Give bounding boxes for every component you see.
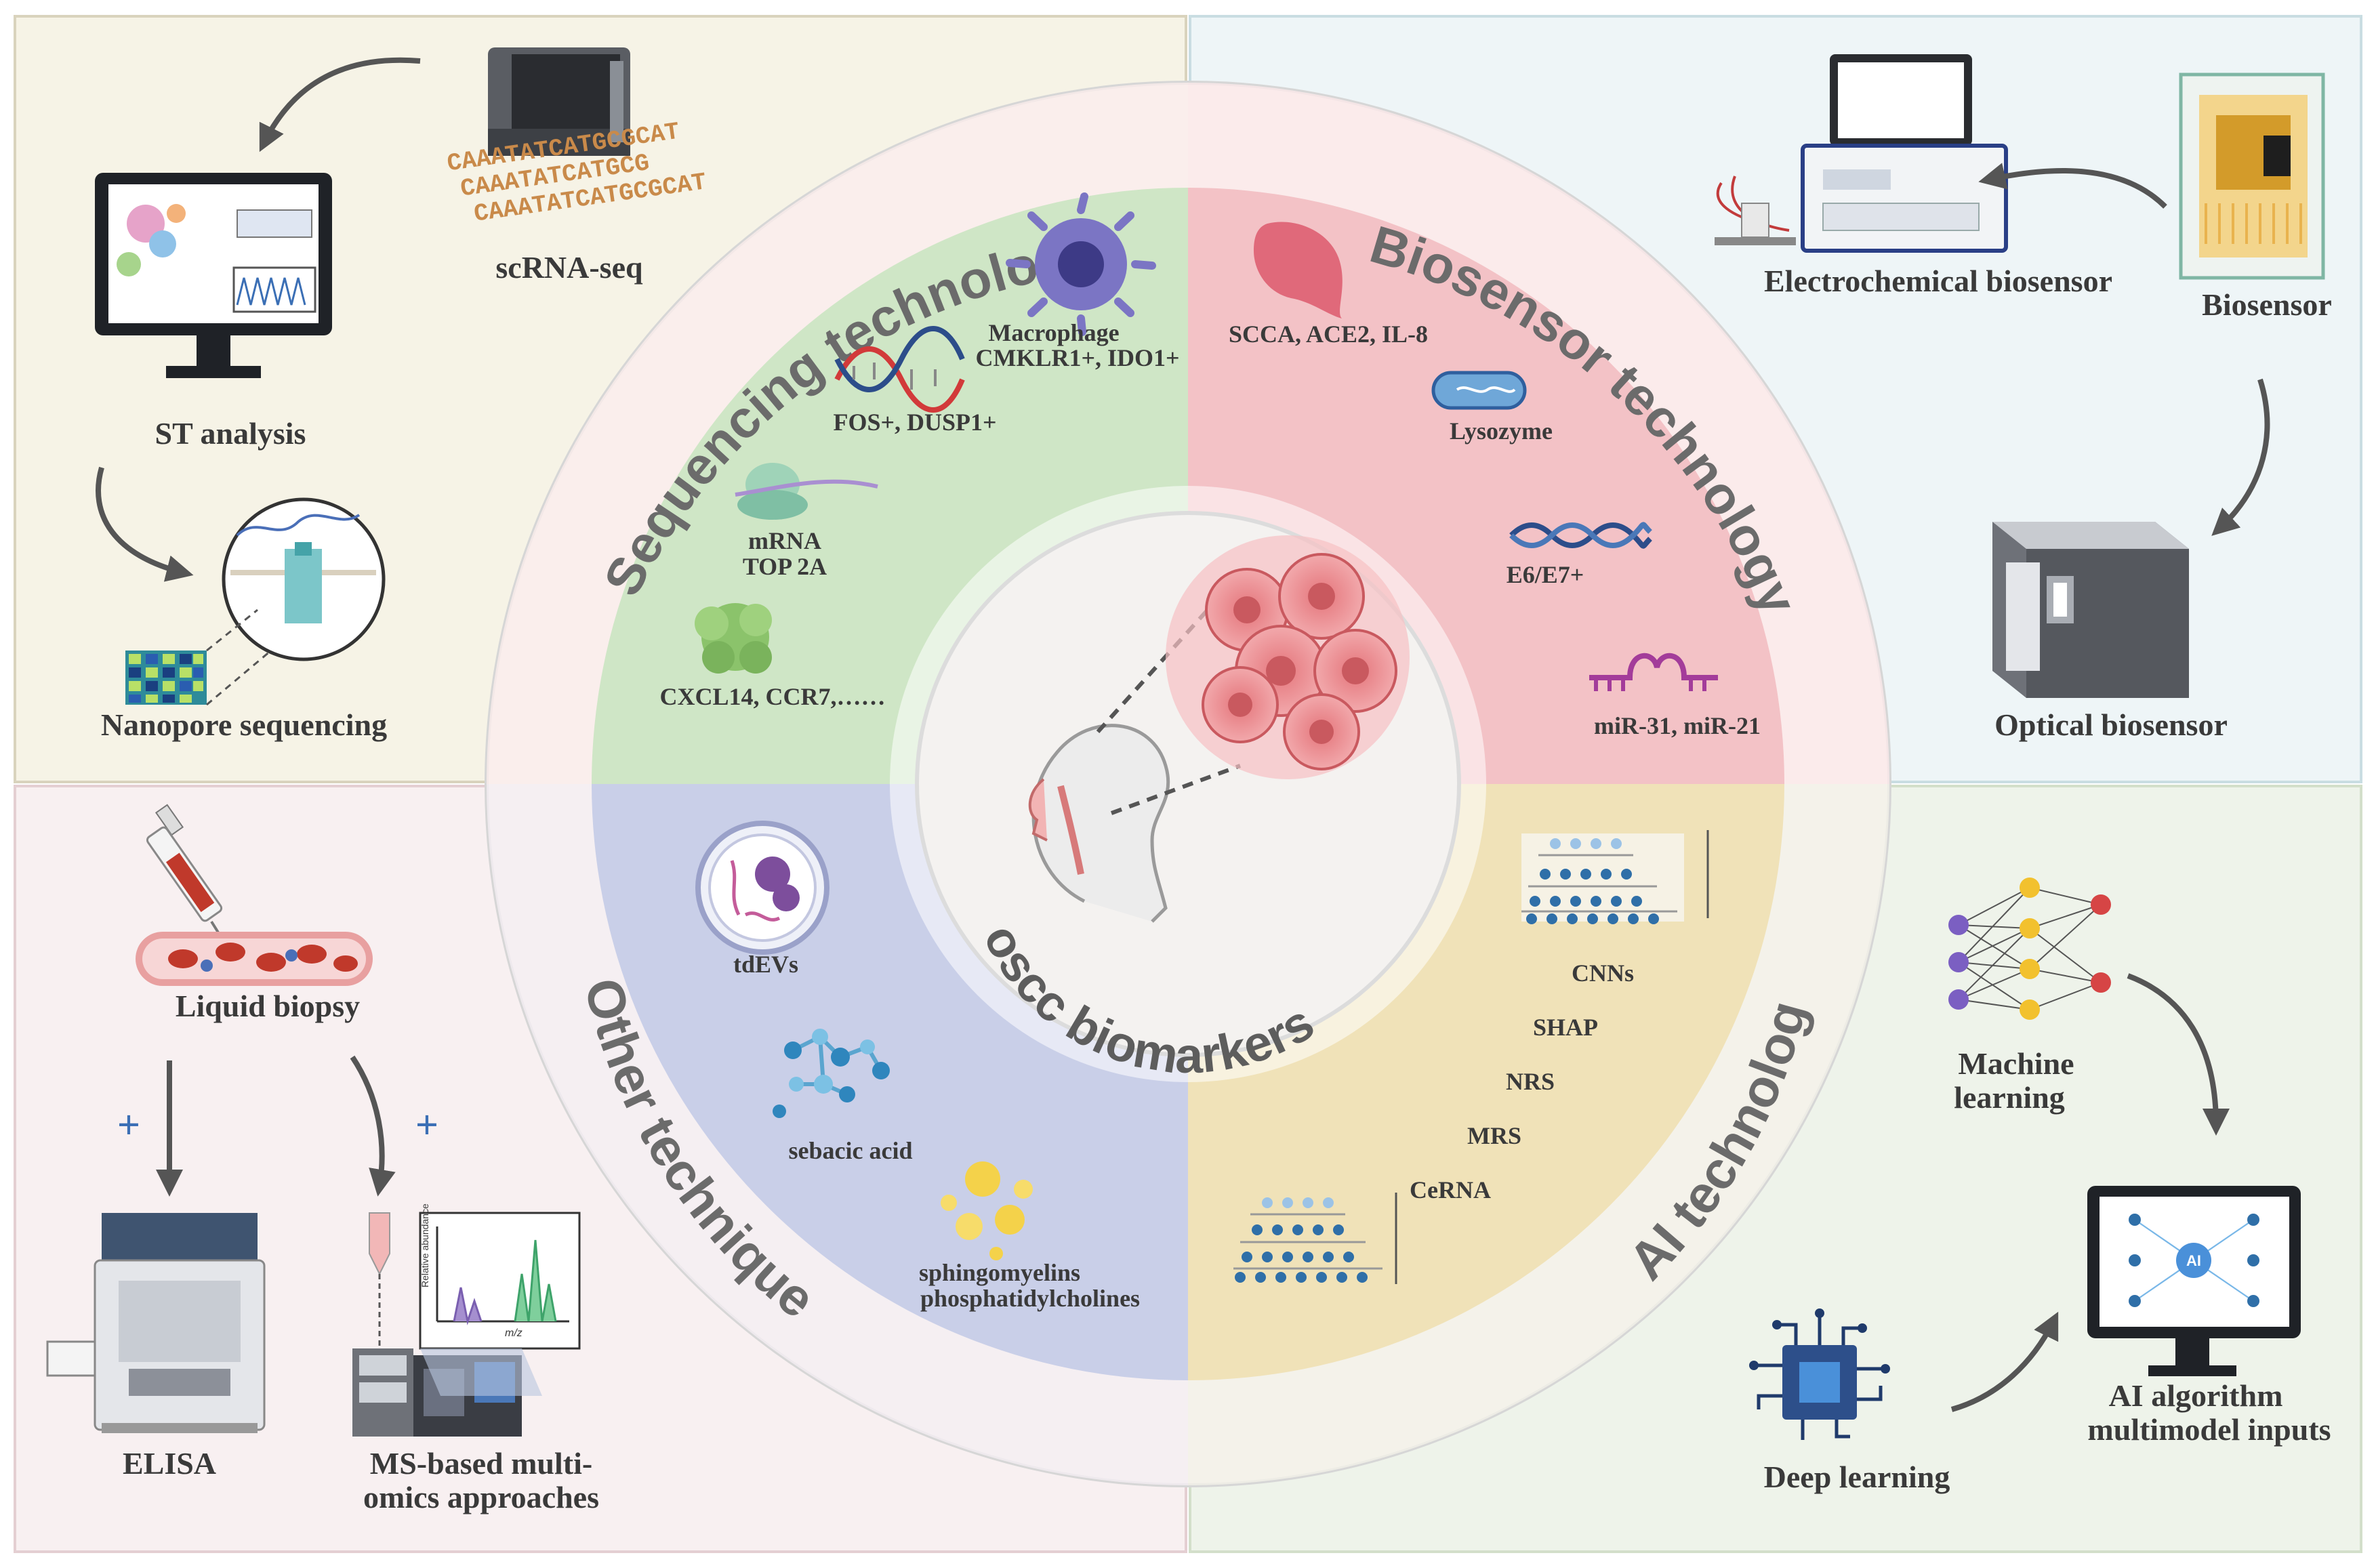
- mrs-label: MRS: [1467, 1122, 1521, 1149]
- svg-text:m/z: m/z: [505, 1327, 523, 1339]
- arrow-biosensor-to-electro: [1978, 163, 2167, 209]
- arrow-biosensor-to-optical: [2211, 378, 2270, 536]
- ai-algo-label-line1: AI algorithm: [2109, 1378, 2283, 1413]
- ai-algo-label-line2: multimodel inputs: [2087, 1412, 2331, 1447]
- cxcl-label: CXCL14, CCR7,……: [660, 683, 886, 710]
- heatmap-icon: [125, 651, 207, 705]
- mass-spectrum-icon: Relative abundance m/z: [419, 1203, 581, 1396]
- plus-right: +: [415, 1102, 438, 1147]
- sequencer-machine-icon: [488, 47, 630, 156]
- arrow-deep-to-ai: [1950, 1311, 2059, 1412]
- molecule-icon: [773, 1029, 890, 1118]
- extracellular-vesicle-icon: [695, 821, 829, 955]
- electro-label: Electrochemical biosensor: [1764, 264, 2112, 298]
- ribosome-mrna-icon: [735, 463, 878, 520]
- elisa-label: ELISA: [123, 1446, 216, 1481]
- deep-learning-chip-icon: [1749, 1308, 1890, 1440]
- dna-double-helix-icon: [1509, 522, 1652, 549]
- optical-label: Optical biosensor: [1994, 707, 2228, 742]
- nanopore-icon: [222, 497, 386, 661]
- biosensor-label: Biosensor: [2202, 287, 2332, 322]
- sebacic-label: sebacic acid: [789, 1137, 913, 1164]
- arrow-liquid-to-ms: [350, 1055, 396, 1197]
- st-analysis-label: ST analysis: [155, 416, 306, 451]
- ms-label-line1: MS-based multi-: [370, 1446, 592, 1481]
- mirna-hairpin-icon: [1589, 653, 1718, 691]
- bacterium-icon: [1431, 371, 1527, 410]
- optical-biosensor-icon: [1992, 522, 2189, 698]
- tumor-cluster-icon: [1166, 535, 1410, 779]
- elisa-machine-icon: [46, 1213, 266, 1433]
- sphingo-label: sphingomyelins: [919, 1259, 1080, 1286]
- nrs-label: NRS: [1506, 1068, 1555, 1095]
- top2a-label: TOP 2A: [743, 553, 827, 580]
- scrna-label: scRNA-seq: [495, 250, 643, 285]
- neural-net-stack-bottom-icon: [1233, 1193, 1397, 1284]
- pointer-line-2: [1110, 764, 1242, 815]
- cerna-label: CeRNA: [1410, 1176, 1491, 1203]
- zoom-line-2: [206, 649, 272, 706]
- machine-learning-network-icon: [1948, 878, 2111, 1020]
- biosensor-chip-icon: [2179, 73, 2325, 280]
- phospha-label: phosphatidylcholines: [920, 1285, 1140, 1312]
- dna-helix-icon: [834, 326, 965, 413]
- lysozyme-label: Lysozyme: [1450, 417, 1553, 445]
- scca-label: SCCA, ACE2, IL-8: [1229, 321, 1428, 348]
- arrow-scrna-to-st: [259, 57, 421, 152]
- cnns-label: CNNs: [1572, 960, 1634, 987]
- blood-vessel-icon: [136, 932, 373, 986]
- ml-label-line1: Machine: [1958, 1046, 2074, 1081]
- syringe-icon: [146, 804, 232, 953]
- plus-left: +: [117, 1102, 140, 1147]
- mrna-label: mRNA: [748, 527, 821, 554]
- mir-label: miR-31, miR-21: [1594, 712, 1761, 739]
- arrow-ml-to-ai: [2127, 973, 2230, 1136]
- macrophage-icon: [1006, 192, 1156, 336]
- fos-label: FOS+, DUSP1+: [833, 409, 996, 436]
- macrophage-label: Macrophage: [988, 319, 1119, 346]
- green-cell-cluster-icon: [695, 603, 772, 674]
- laptop-workstation-icon: [1715, 54, 2008, 253]
- zoom-line-1: [206, 608, 258, 652]
- ai-monitor-icon: AI: [2087, 1186, 2301, 1376]
- ml-label-line2: learning: [1954, 1080, 2065, 1115]
- arrow-st-to-nanopore: [96, 466, 194, 582]
- shap-label: SHAP: [1533, 1014, 1598, 1041]
- neural-net-stack-top-icon: [1521, 830, 1709, 924]
- ms-label-line2: omics approaches: [363, 1480, 599, 1514]
- liquid-biopsy-label: Liquid biopsy: [176, 989, 360, 1023]
- nanopore-label: Nanopore sequencing: [101, 707, 387, 742]
- macrophage-genes-label: CMKLR1+, IDO1+: [975, 344, 1179, 371]
- svg-text:AI: AI: [2186, 1252, 2201, 1269]
- protein-blob-icon: [1254, 222, 1343, 318]
- svg-text:Relative abundance: Relative abundance: [419, 1203, 430, 1287]
- e6-label: E6/E7+: [1507, 561, 1584, 588]
- monitor-icon: [95, 173, 332, 378]
- tdevs-label: tdEVs: [733, 951, 798, 978]
- head-silhouette-icon: [1028, 724, 1170, 923]
- deep-learning-label: Deep learning: [1764, 1460, 1950, 1494]
- lipid-droplets-icon: [941, 1161, 1033, 1260]
